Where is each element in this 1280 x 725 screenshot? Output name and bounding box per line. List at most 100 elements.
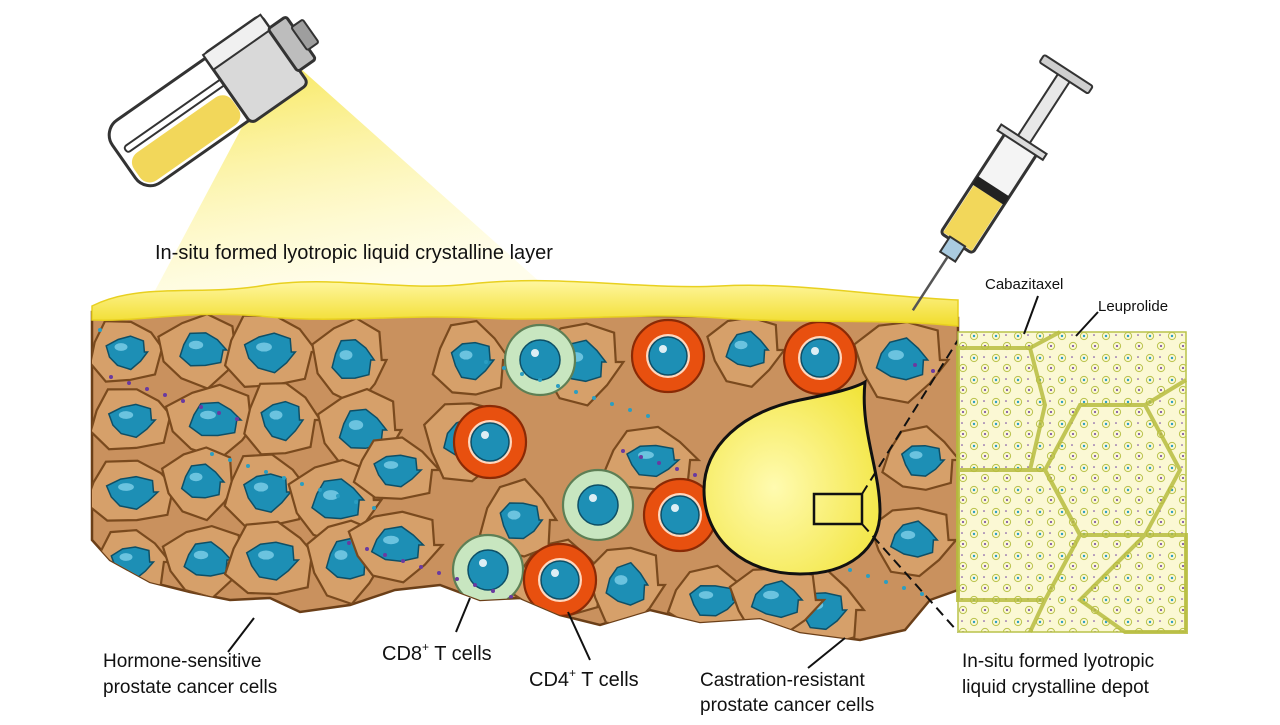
tissue-dot: [592, 396, 596, 400]
nucleus-highlight: [383, 461, 399, 469]
cancer-cell-nucleus: [370, 525, 426, 563]
cabazitaxel-label: Cabazitaxel: [985, 276, 1063, 293]
tissue-dot: [574, 390, 578, 394]
nucleus-highlight: [253, 482, 269, 492]
tissue-dot: [538, 378, 542, 382]
nucleus-highlight: [269, 410, 283, 420]
tissue-dot: [282, 476, 286, 480]
depot-label-line1: In-situ formed lyotropic: [962, 651, 1154, 672]
nucleus-highlight: [383, 535, 399, 545]
tissue-dot: [491, 589, 495, 593]
tissue-dot: [127, 381, 131, 385]
cancer-cell-nucleus: [180, 463, 226, 499]
nucleus-highlight: [339, 350, 353, 360]
lc-layer: [91, 279, 959, 327]
cancer-cell-nucleus: [331, 339, 376, 379]
tissue-dot: [246, 464, 250, 468]
nucleus-highlight: [888, 350, 904, 360]
leuprolide-label: Leuprolide: [1098, 298, 1168, 315]
tissue-dot: [628, 408, 632, 412]
nucleus-highlight: [531, 349, 539, 357]
nucleus-highlight: [909, 451, 923, 459]
tissue-dot: [437, 571, 441, 575]
nucleus-highlight: [348, 420, 364, 430]
tissue-dot: [347, 541, 351, 545]
nucleus-highlight: [258, 550, 274, 560]
cd4-suffix: T cells: [576, 669, 639, 691]
nucleus-highlight: [900, 530, 916, 540]
tissue-dot: [181, 399, 185, 403]
cell-layer: [92, 312, 958, 640]
cd8-t-cell-nucleus: [467, 549, 509, 591]
cd4-t-cell-nucleus: [470, 422, 510, 462]
tissue-dot: [866, 574, 870, 578]
nucleus-highlight: [763, 590, 779, 600]
cd4-label: CD4+ T cells: [529, 666, 639, 691]
cancer-cell-nucleus: [245, 541, 301, 581]
cancer-cell-nucleus: [750, 580, 804, 619]
tissue-dot: [657, 461, 661, 465]
cancer-cell-nucleus: [311, 478, 366, 520]
tissue-dot: [509, 595, 513, 599]
zoom-line-top: [861, 339, 959, 495]
nucleus-highlight: [114, 343, 128, 351]
cd4-pointer: [567, 611, 591, 661]
depot-label-line2: liquid crystalline depot: [962, 677, 1150, 698]
cd4-t-cell-nucleus: [660, 495, 700, 535]
cd8-prefix: CD8: [382, 643, 422, 665]
tissue-dot: [455, 577, 459, 581]
tissue-dot: [264, 470, 268, 474]
nucleus-highlight: [589, 494, 597, 502]
tissue-dot: [920, 592, 924, 596]
tissue-dot: [228, 458, 232, 462]
tissue-dot: [365, 547, 369, 551]
tissue-dot: [98, 328, 102, 332]
tissue-dot: [401, 559, 405, 563]
tissue-dot: [109, 375, 113, 379]
tissue-dot: [336, 494, 340, 498]
hormone-sensitive-label-line1: Hormone-sensitive: [103, 651, 261, 672]
tissue-dot: [419, 565, 423, 569]
cancer-cell-nucleus: [188, 401, 243, 437]
nucleus-highlight: [507, 510, 521, 520]
tissue-dot: [199, 405, 203, 409]
cancer-cell-nucleus: [243, 332, 297, 374]
tissue-dot: [383, 553, 387, 557]
cancer-cell-nucleus: [105, 475, 160, 510]
tissue-dot: [502, 366, 506, 370]
tissue-dot: [913, 363, 917, 367]
leuprolide-pointer: [1075, 311, 1099, 337]
nucleus-highlight: [323, 490, 339, 500]
cabazitaxel-pointer: [1023, 295, 1039, 335]
nucleus-highlight: [659, 345, 667, 353]
spray-layer-label: In-situ formed lyotropic liquid crystall…: [155, 242, 553, 264]
tissue-dot: [848, 568, 852, 572]
nucleus-highlight: [200, 410, 216, 420]
nucleus-highlight: [118, 411, 134, 419]
cancer-cell-nucleus: [875, 337, 930, 381]
nucleus-highlight: [551, 569, 559, 577]
tissue-dot: [318, 488, 322, 492]
lattice-panel: [956, 330, 1188, 634]
tissue-dot: [610, 402, 614, 406]
syringe-icon: [911, 54, 1094, 312]
lc-depot: [702, 379, 882, 576]
castration-resistant-label-line2: prostate cancer cells: [700, 695, 874, 716]
castration-pointer: [807, 637, 846, 669]
tissue-dot: [675, 467, 679, 471]
cd4-sup: +: [569, 666, 576, 680]
tissue-dot: [354, 500, 358, 504]
cd8-pointer: [455, 597, 471, 633]
tissue-dot: [621, 449, 625, 453]
cd4-t-cell-nucleus: [540, 560, 580, 600]
nucleus-highlight: [481, 431, 489, 439]
castration-resistant-label-line1: Castration-resistant: [700, 670, 865, 691]
cd4-prefix: CD4: [529, 669, 569, 691]
depot-zoom-box: [812, 492, 864, 526]
nucleus-highlight: [334, 550, 348, 560]
tissue-dot: [646, 414, 650, 418]
cd8-sup: +: [422, 640, 429, 654]
tissue-dot: [145, 387, 149, 391]
tissue-dot: [163, 393, 167, 397]
